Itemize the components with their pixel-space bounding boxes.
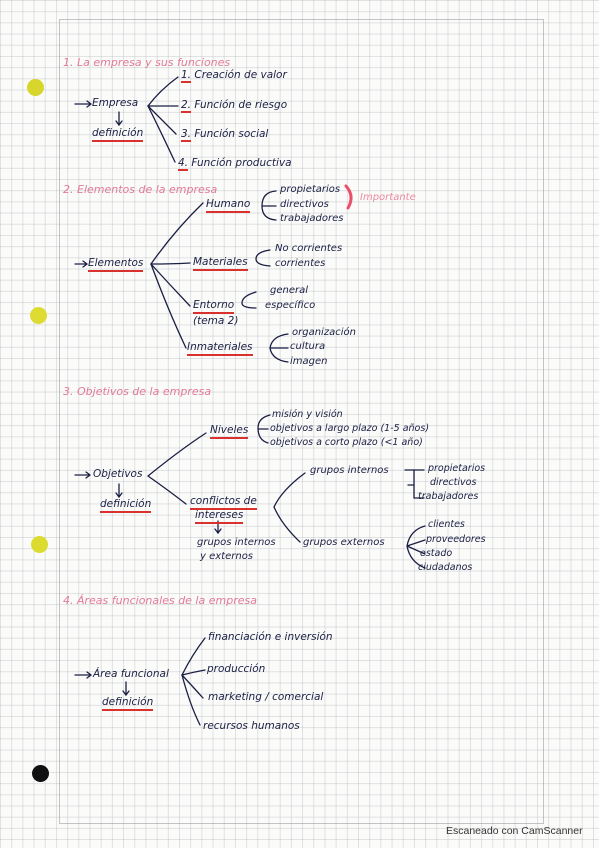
s3-niveles-item-3: objetivos a corto plazo (<1 año) (270, 437, 423, 448)
s2-humano-item-1: propietarios (280, 184, 341, 195)
s3-root-objetivos: Objetivos (93, 468, 143, 480)
s3-externos-item-4: ciudadanos (418, 562, 473, 573)
s3-definicion: definición (100, 499, 152, 513)
s2-title: 2. Elementos de la empresa (63, 183, 218, 196)
s3-externos-item-1: clientes (428, 519, 465, 530)
binder-hole-1 (27, 79, 44, 96)
s2-tema-2: (tema 2) (193, 315, 239, 327)
s4-item-2: producción (207, 663, 266, 675)
s2-materiales-item-2: corrientes (275, 258, 326, 269)
s3-grupos-externos: grupos externos (303, 537, 385, 548)
s4-connectors (74, 637, 206, 726)
s1-item-2: 2. Función de riesgo (181, 99, 288, 113)
s2-entorno: Entorno (193, 300, 235, 314)
binder-hole-3 (31, 536, 48, 553)
s1-connectors (74, 76, 179, 163)
s2-materiales: Materiales (193, 257, 248, 271)
s2-humano: Humano (206, 199, 251, 213)
s3-conflictos-line-2: intereses (195, 510, 244, 524)
binder-hole-2 (30, 307, 47, 324)
s3-internos-item-1: propietarios (428, 463, 486, 474)
s3-grupos-internos: grupos internos (310, 465, 389, 476)
s2-entorno-item-1: general (270, 285, 309, 296)
s2-entorno-item-2: específico (265, 300, 316, 311)
s3-niveles-item-1: misión y visión (272, 409, 343, 420)
s1-definicion: definición (92, 128, 144, 142)
s3-grupos-line-2: y externos (200, 551, 254, 562)
s2-important-note: Importante (360, 192, 416, 203)
s4-definicion: definición (102, 697, 154, 711)
s1-item-1: 1. Creación de valor (181, 69, 287, 83)
s2-inmateriales: Inmateriales (187, 342, 253, 356)
s3-internos-item-2: directivos (430, 477, 477, 488)
s2-humano-item-2: directivos (280, 199, 329, 210)
s4-item-4: recursos humanos (203, 720, 300, 732)
s1-root-empresa: Empresa (92, 97, 139, 109)
s1-item-3: 3. Función social (181, 128, 269, 142)
s4-root-area-funcional: Área funcional (93, 668, 169, 680)
page-margin-frame (59, 19, 544, 824)
s1-title: 1. La empresa y sus funciones (63, 56, 231, 69)
s2-inmateriales-item-1: organización (292, 327, 356, 338)
s3-grupos-line-1: grupos internos (197, 537, 276, 548)
camscanner-watermark: Escaneado con CamScanner (446, 825, 583, 837)
s2-inmateriales-item-3: imagen (290, 356, 328, 367)
s3-niveles: Niveles (210, 425, 249, 439)
s3-externos-item-3: estado (420, 548, 453, 559)
s3-title: 3. Objetivos de la empresa (63, 385, 212, 398)
s2-materiales-item-1: No corrientes (275, 243, 343, 254)
s3-conflictos-line-1: conflictos de (190, 496, 257, 510)
s3-externos-item-2: proveedores (426, 534, 486, 545)
s4-item-3: marketing / comercial (208, 691, 324, 703)
s2-inmateriales-item-2: cultura (290, 341, 326, 352)
s2-humano-item-3: trabajadores (280, 213, 344, 224)
s2-connectors (74, 184, 353, 363)
s3-connectors (74, 414, 426, 569)
s2-root-elementos: Elementos (88, 258, 144, 272)
s4-title: 4. Áreas funcionales de la empresa (63, 594, 257, 607)
binder-hole-4 (32, 765, 49, 782)
s1-item-4: 4. Función productiva (178, 157, 292, 171)
s3-internos-item-3: trabajadores (418, 491, 479, 502)
s3-niveles-item-2: objetivos a largo plazo (1-5 años) (270, 423, 430, 434)
s4-item-1: financiación e inversión (208, 631, 333, 643)
